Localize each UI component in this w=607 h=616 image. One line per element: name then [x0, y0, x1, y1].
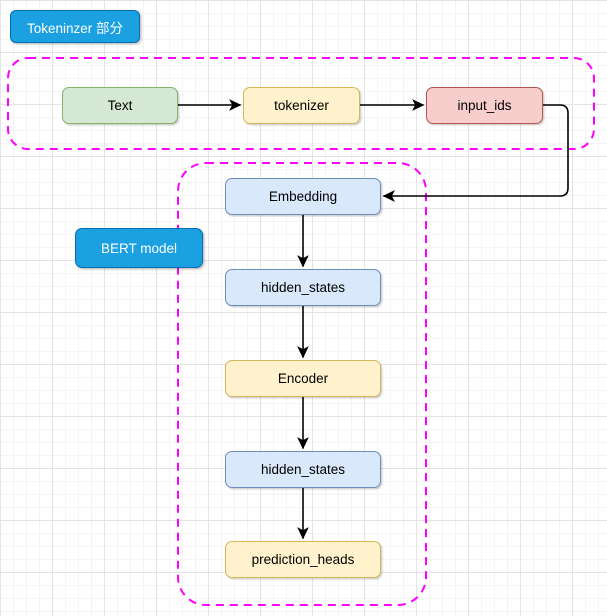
node-hidden-states-1[interactable]: hidden_states — [225, 269, 381, 306]
tokenizer-section-label[interactable]: Tokeninzer 部分 — [10, 10, 140, 43]
node-hidden-states-2[interactable]: hidden_states — [225, 451, 381, 488]
bert-model-label[interactable]: BERT model — [75, 228, 203, 268]
node-text[interactable]: Text — [62, 87, 178, 124]
node-embedding[interactable]: Embedding — [225, 178, 381, 215]
node-encoder[interactable]: Encoder — [225, 360, 381, 397]
node-prediction-heads[interactable]: prediction_heads — [225, 541, 381, 578]
bert-model-container — [177, 162, 427, 606]
node-input-ids[interactable]: input_ids — [426, 87, 543, 124]
node-tokenizer[interactable]: tokenizer — [243, 87, 360, 124]
tokenizer-section-container — [7, 57, 595, 150]
arrow-input-ids-to-embedding — [382, 104, 569, 202]
